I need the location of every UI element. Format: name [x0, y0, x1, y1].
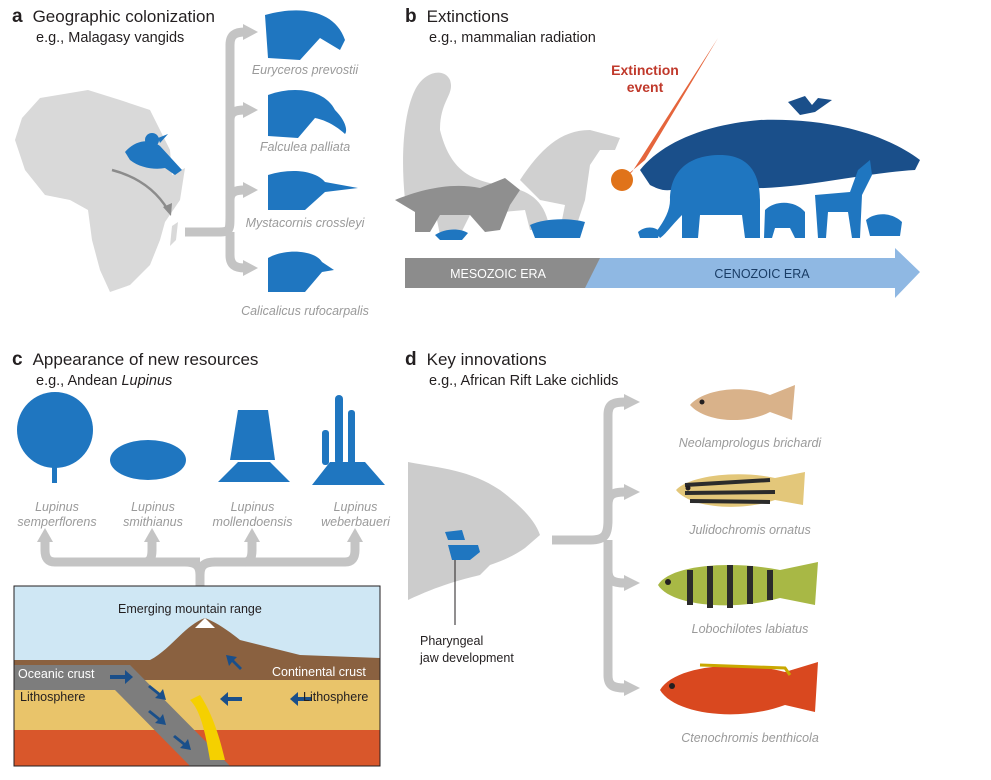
panel-a-letter: a: [12, 6, 23, 27]
lupinus-mollendoensis-icon: [218, 410, 290, 482]
branching-arrows-d: [552, 397, 626, 693]
panel-d-letter: d: [405, 349, 417, 370]
pharyngeal-jaw-icon: [445, 530, 480, 560]
rodent-icon: [638, 227, 660, 238]
small-mammal-1-icon: [435, 229, 468, 240]
panel-c-header: c Appearance of new resources e.g., Andea…: [12, 349, 258, 389]
colonization-arrow: [111, 168, 170, 211]
falculea-head-icon: [268, 90, 347, 138]
lupinus-semperflorens-icon: [17, 392, 93, 483]
mystacornis-head-icon: [268, 170, 358, 210]
lithosphere-right-label: Lithosphere: [303, 690, 369, 704]
extinction-label-2: event: [627, 79, 664, 95]
boar-icon: [764, 202, 805, 238]
panel-b-letter: b: [405, 6, 417, 27]
species-c-2-line1: Lupinus: [131, 500, 175, 514]
lupinus-smithianus-icon: [110, 440, 186, 480]
panel-b-title: Extinctions: [426, 7, 509, 26]
jaw-label: Pharyngeal jaw development: [420, 633, 514, 667]
jaw-label-line1: Pharyngeal: [420, 634, 484, 648]
monkey-icon: [866, 214, 902, 236]
panel-b-subtitle: e.g., mammalian radiation: [429, 30, 596, 46]
species-label-a-1: Euryceros prevostii: [251, 63, 359, 77]
madagascar-map: [170, 222, 178, 246]
jaw-label-line2: jaw development: [420, 651, 514, 665]
ctenochromis-fish-icon: [660, 662, 818, 715]
branching-arrows-c: [40, 540, 360, 590]
panel-b-header: b Extinctions e.g., mammalian radiation: [405, 6, 596, 46]
antelope-silhouette: [815, 160, 872, 238]
mesozoic-label: MESOZOIC ERA: [450, 267, 547, 281]
species-label-d-1: Neolamprologus brichardi: [678, 436, 822, 450]
calicalicus-head-icon: [268, 251, 334, 292]
euryceros-head-icon: [265, 10, 345, 60]
neolamprologus-fish-icon: [690, 385, 795, 421]
species-label-a-4: Calicalicus rufocarpalis: [241, 304, 369, 318]
species-c-3-line1: Lupinus: [230, 500, 275, 514]
panel-d-subtitle: e.g., African Rift Lake cichlids: [429, 373, 619, 389]
lithosphere-left-label: Lithosphere: [20, 690, 86, 704]
panel-a-title: Geographic colonization: [32, 7, 215, 26]
trex-silhouette: [520, 130, 620, 230]
oceanic-crust-label: Oceanic crust: [18, 667, 95, 681]
panel-a-subtitle: e.g., Malagasy vangids: [36, 30, 185, 46]
bat-icon: [788, 96, 832, 115]
species-label-d-4: Ctenochromis benthicola: [681, 731, 819, 745]
panel-c-subtitle-italic: Lupinus: [121, 373, 173, 389]
panel-a-header: a Geographic colonization e.g., Malagasy …: [12, 6, 215, 46]
lupinus-weberbaueri-icon: [312, 395, 385, 485]
panel-c-subtitle: e.g., Andean Lupinus: [36, 373, 258, 389]
triceratops-silhouette: [395, 178, 520, 232]
panel-c-letter: c: [12, 349, 23, 370]
panel-d-title: Key innovations: [426, 350, 547, 369]
species-c-4-line1: Lupinus: [333, 500, 378, 514]
plate-motion-arrows: [110, 655, 312, 750]
lobochilotes-fish-icon: [658, 562, 818, 608]
meteor-icon: [611, 169, 633, 191]
small-mammal-2-icon: [530, 219, 585, 238]
continental-crust-label: Continental crust: [272, 665, 366, 679]
extinction-label-1: Extinction: [611, 62, 679, 78]
panel-c-title: Appearance of new resources: [32, 350, 259, 369]
mountain-range-label: Emerging mountain range: [118, 602, 262, 616]
mesozoic-band: [405, 258, 600, 288]
vangid-bird-icon: [125, 133, 182, 175]
panel-d-header: d Key innovations e.g., African Rift Lake…: [405, 349, 618, 389]
cichlid-head-silhouette: [408, 462, 540, 600]
species-c-1-line2: semperflorens: [17, 515, 97, 529]
species-label-d-3: Lobochilotes labiatus: [691, 622, 809, 636]
species-label-a-2: Falculea palliata: [259, 140, 351, 154]
species-c-2-line2: smithianus: [123, 515, 183, 529]
branching-arrows-a: [185, 27, 246, 273]
species-c-1-line1: Lupinus: [35, 500, 79, 514]
elephant-silhouette: [656, 155, 760, 238]
cenozoic-label: CENOZOIC ERA: [714, 267, 810, 281]
species-label-a-3: Mystacornis crossleyi: [245, 216, 365, 230]
panel-c-subtitle-prefix: e.g., Andean: [36, 373, 122, 389]
tectonic-cross-section: [13, 585, 381, 767]
species-c-3-line2: mollendoensis: [212, 515, 293, 529]
julidochromis-fish-icon: [676, 472, 805, 507]
species-label-d-2: Julidochromis ornatus: [689, 523, 811, 537]
species-c-4-line2: weberbaueri: [321, 515, 390, 529]
africa-map: [15, 90, 185, 292]
